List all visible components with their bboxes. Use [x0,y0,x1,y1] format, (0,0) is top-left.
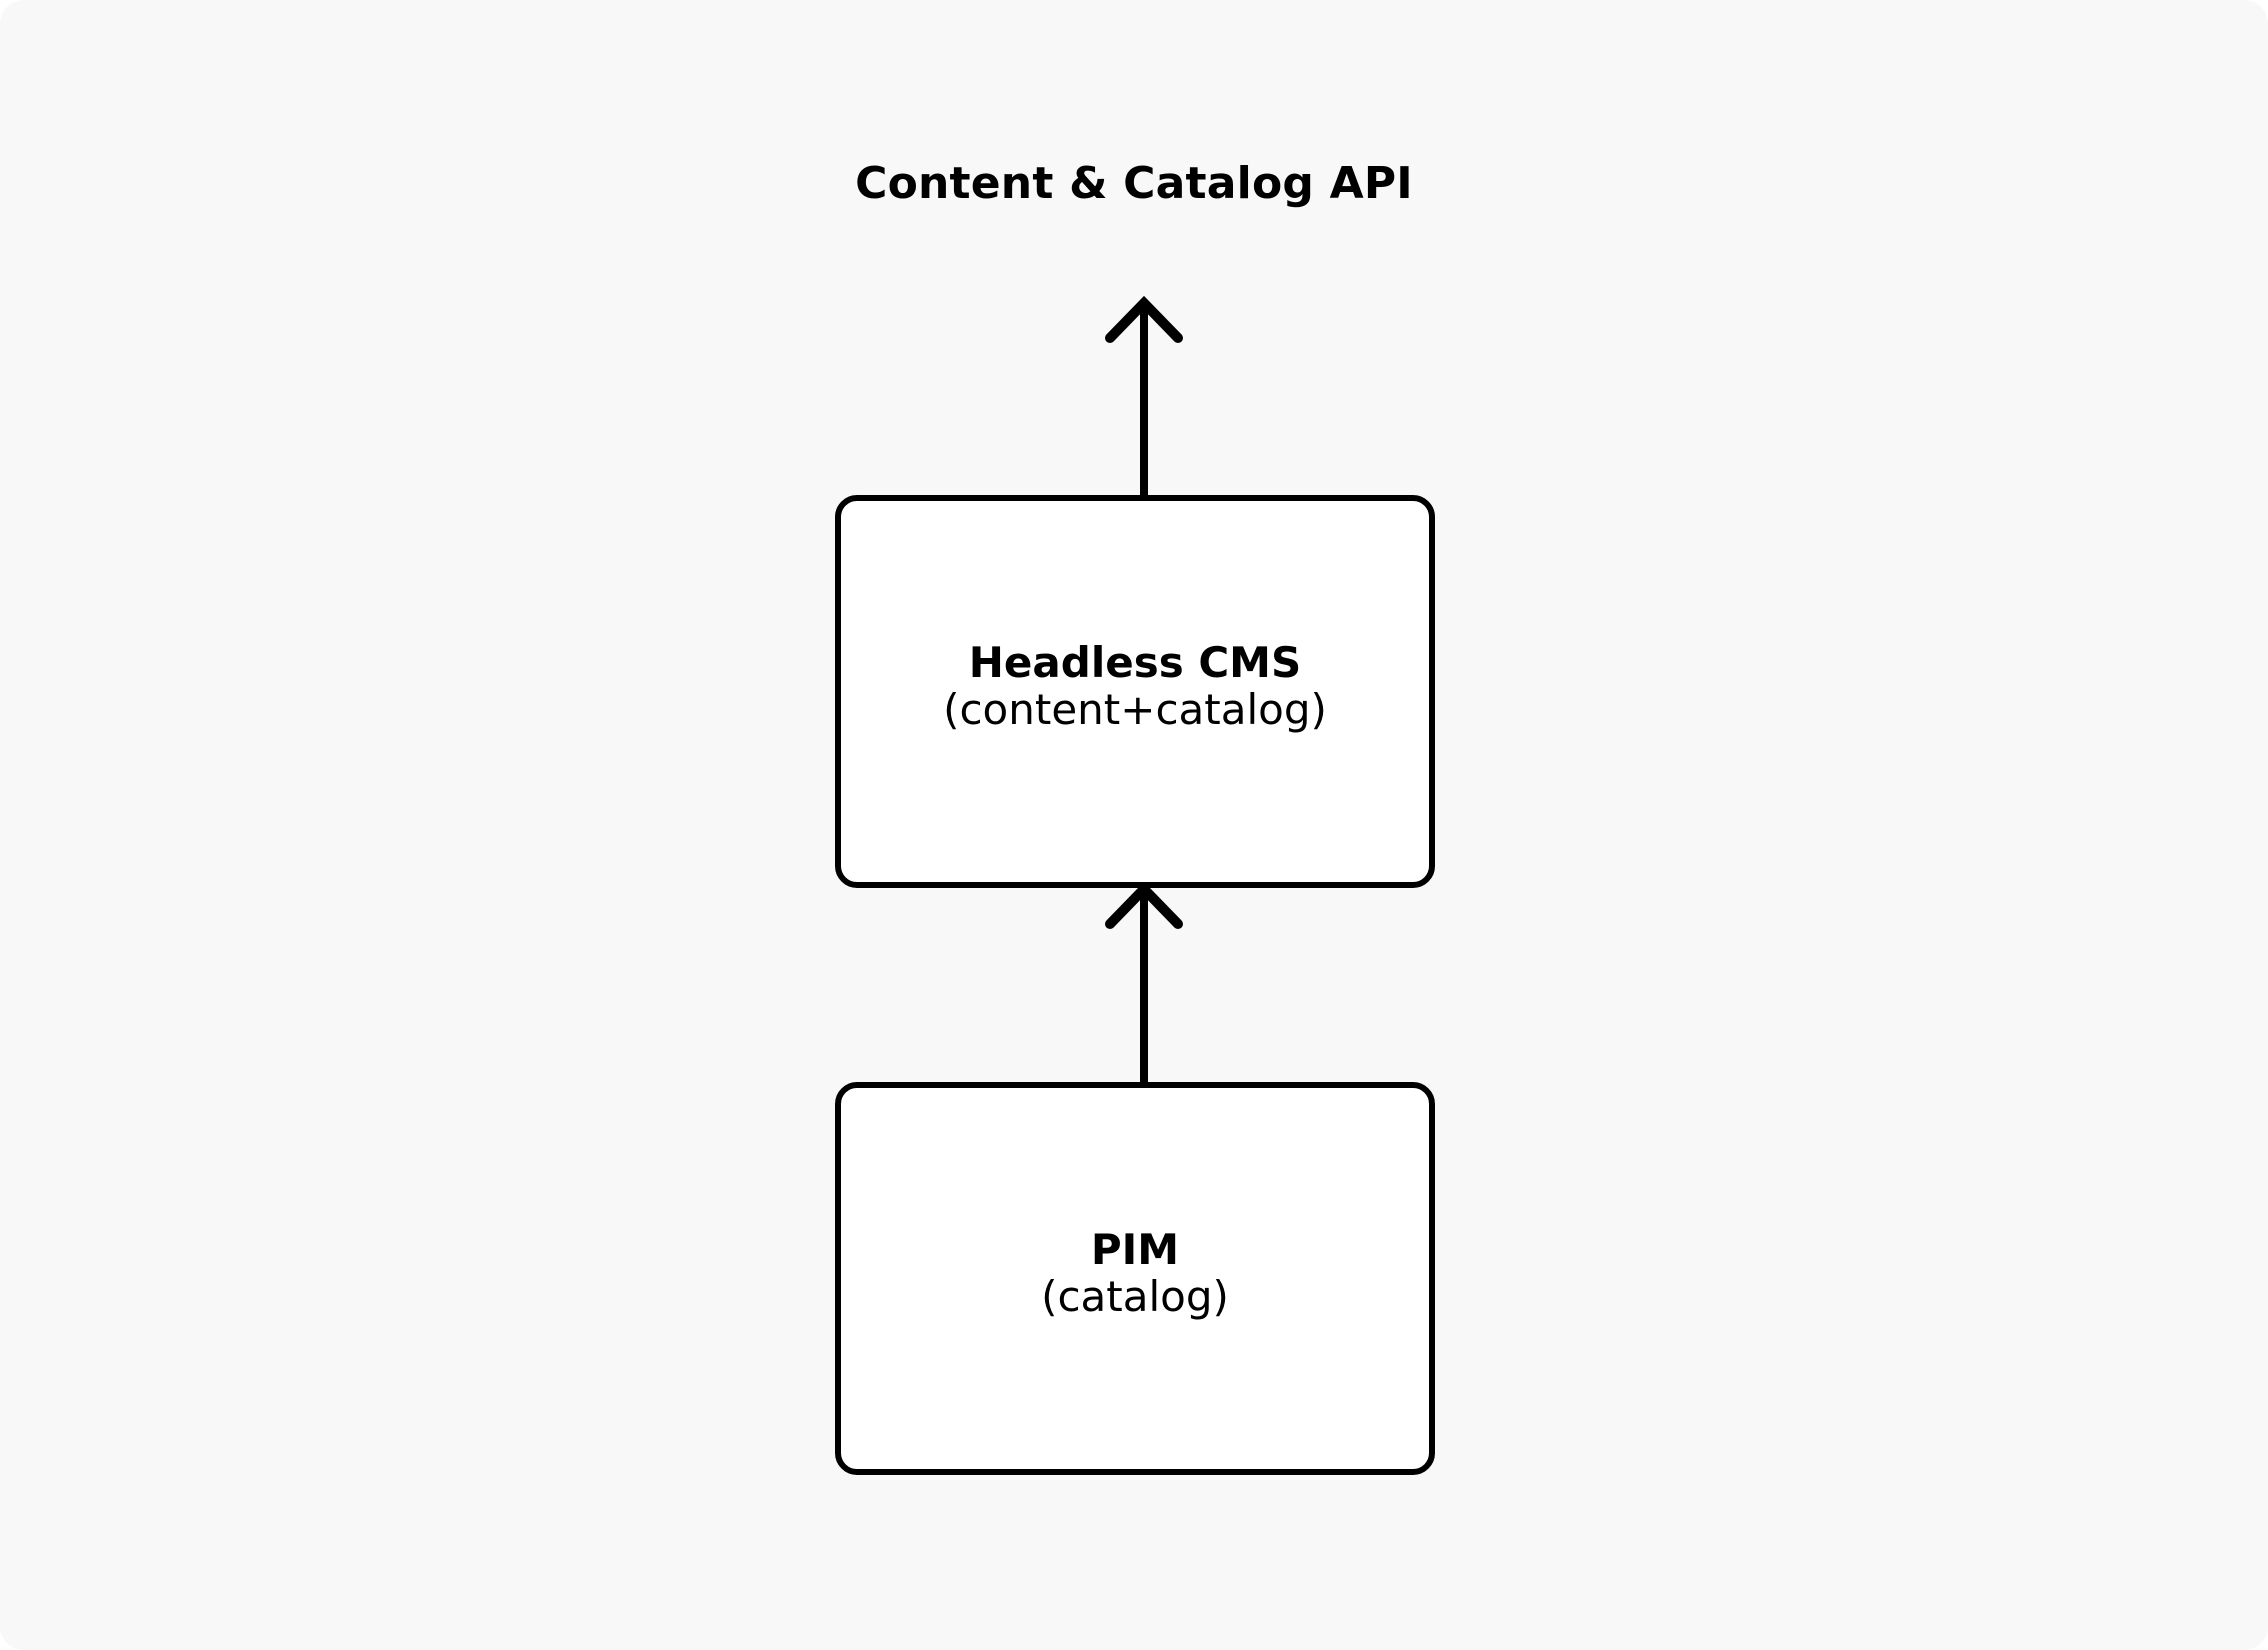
arrowhead-up-icon [1105,295,1183,343]
node-subtitle: (content+catalog) [943,685,1327,735]
arrowhead-up-icon [1105,881,1183,929]
node-title: PIM [1090,1225,1180,1274]
arrow-pim-to-cms [1105,881,1183,1082]
node-pim[interactable]: PIM (catalog) [835,1082,1435,1475]
node-subtitle: (catalog) [1041,1272,1229,1322]
node-title: Headless CMS [968,638,1302,687]
diagram-title: Content & Catalog API [855,158,1413,209]
arrow-cms-to-api [1105,295,1183,495]
node-headless-cms[interactable]: Headless CMS (content+catalog) [835,495,1435,888]
